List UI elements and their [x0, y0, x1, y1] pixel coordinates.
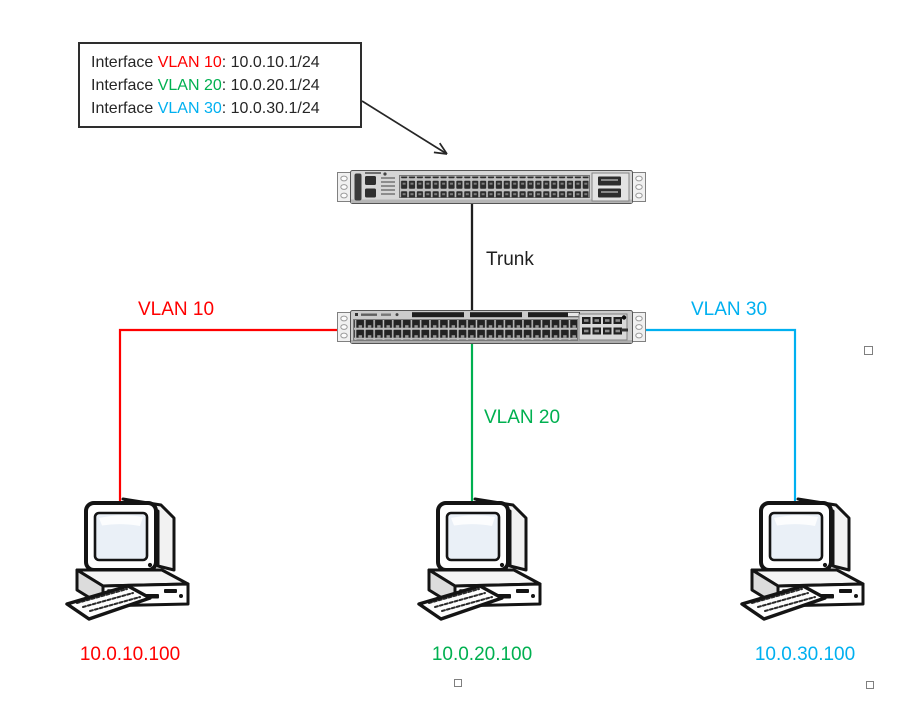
vlan10-link-line[interactable] [118, 328, 340, 506]
callout-prefix: Interface [91, 100, 158, 117]
selection-handle[interactable] [864, 346, 873, 355]
callout-svi-address: : 10.0.20.1/24 [221, 77, 320, 94]
callout-prefix: Interface [91, 77, 158, 94]
callout-line-vlan20: Interface VLAN 20: 10.0.20.1/24 [91, 74, 349, 97]
pc-host-vlan10[interactable] [65, 493, 195, 623]
trunk-label[interactable]: Trunk [486, 249, 534, 270]
callout-prefix: Interface [91, 54, 158, 71]
callout-vlan-name: VLAN 30 [157, 100, 222, 117]
host-ip-label-vlan30[interactable]: 10.0.30.100 [754, 644, 856, 665]
callout-line-vlan10: Interface VLAN 10: 10.0.10.1/24 [91, 51, 349, 74]
pc-host-vlan30[interactable] [740, 493, 870, 623]
pc-host-vlan20[interactable] [417, 493, 547, 623]
vlan30-label[interactable]: VLAN 30 [691, 299, 768, 320]
callout-vlan-name: VLAN 20 [157, 77, 222, 94]
selection-handle[interactable] [454, 679, 462, 687]
access-switch-image[interactable] [337, 309, 646, 345]
host-ip-label-vlan20[interactable]: 10.0.20.100 [431, 644, 533, 665]
layer3-core-switch-image[interactable] [337, 169, 646, 205]
callout-line-vlan30: Interface VLAN 30: 10.0.30.1/24 [91, 97, 349, 120]
callout-svi-address: : 10.0.30.1/24 [221, 100, 320, 117]
vlan10-label[interactable]: VLAN 10 [138, 299, 215, 320]
callout-arrow[interactable] [361, 100, 448, 155]
vlan20-label[interactable]: VLAN 20 [484, 407, 561, 428]
selection-handle[interactable] [866, 681, 874, 689]
vlan30-link-line[interactable] [643, 328, 797, 506]
svi-callout-box[interactable]: Interface VLAN 10: 10.0.10.1/24 Interfac… [78, 42, 362, 128]
callout-vlan-name: VLAN 10 [157, 54, 222, 71]
host-ip-label-vlan10[interactable]: 10.0.10.100 [79, 644, 181, 665]
callout-svi-address: : 10.0.10.1/24 [221, 54, 320, 71]
